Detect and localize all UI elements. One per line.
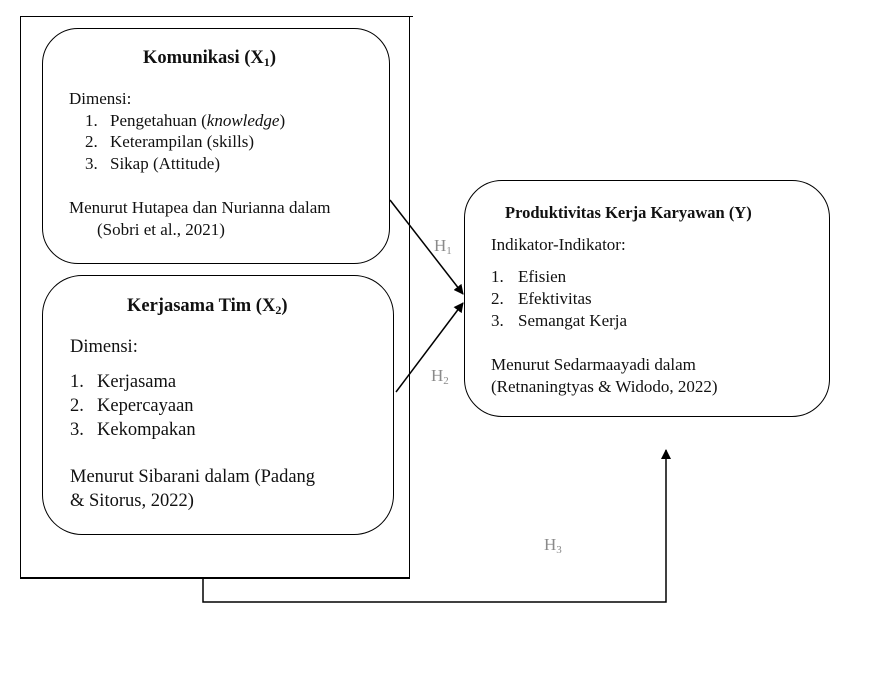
kerjasama-tim-dimensi-label: Dimensi:: [70, 337, 138, 357]
kerjasama-tim-source-line-1: Menurut Sibarani dalam (Padang: [70, 467, 316, 487]
h1-label: H1: [434, 236, 452, 257]
outer-box-bottom-edge: [20, 577, 410, 579]
kerjasama-tim-card: [42, 275, 394, 535]
produktivitas-source-line-2: (Retnaningtyas & Widodo, 2022): [491, 377, 718, 396]
komunikasi-source-line-1: Menurut Hutapea dan Nurianna dalam: [69, 198, 331, 217]
h3-label: H3: [544, 535, 562, 556]
komunikasi-title: Komunikasi (X1): [143, 48, 276, 69]
independent-variables-group: [20, 16, 410, 578]
komunikasi-item-3: 3.Sikap (Attitude): [85, 154, 221, 173]
kerjasama-tim-title: Kerjasama Tim (X2): [127, 296, 288, 317]
produktivitas-item-3: 3.Semangat Kerja: [491, 311, 628, 330]
h1-arrow: [389, 199, 464, 295]
produktivitas-indikator-label: Indikator-Indikator:: [491, 235, 626, 254]
produktivitas-card: [464, 180, 830, 417]
komunikasi-source-line-2: (Sobri et al., 2021): [97, 220, 225, 239]
komunikasi-dimensi-label: Dimensi:: [69, 89, 132, 108]
komunikasi-item-2: 2.Keterampilan (skills): [85, 132, 254, 151]
h2-label: H2: [431, 366, 449, 387]
h3-arrow: [202, 449, 671, 603]
kerjasama-tim-source-line-2: & Sitorus, 2022): [70, 491, 194, 511]
kerjasama-tim-item-3: 3.Kekompakan: [70, 420, 196, 440]
komunikasi-item-1: 1.Pengetahuan (knowledge): [85, 111, 286, 130]
outer-box-top-edge: [20, 16, 413, 17]
produktivitas-title: Produktivitas Kerja Karyawan (Y): [505, 203, 752, 222]
produktivitas-item-2: 2.Efektivitas: [491, 289, 592, 308]
h2-arrow: [395, 302, 464, 393]
kerjasama-tim-item-1: 1.Kerjasama: [70, 372, 177, 392]
komunikasi-card: [42, 28, 390, 264]
kerjasama-tim-item-2: 2.Kepercayaan: [70, 396, 194, 416]
produktivitas-item-1: 1.Efisien: [491, 267, 567, 286]
produktivitas-source-line-1: Menurut Sedarmaayadi dalam: [491, 355, 696, 374]
